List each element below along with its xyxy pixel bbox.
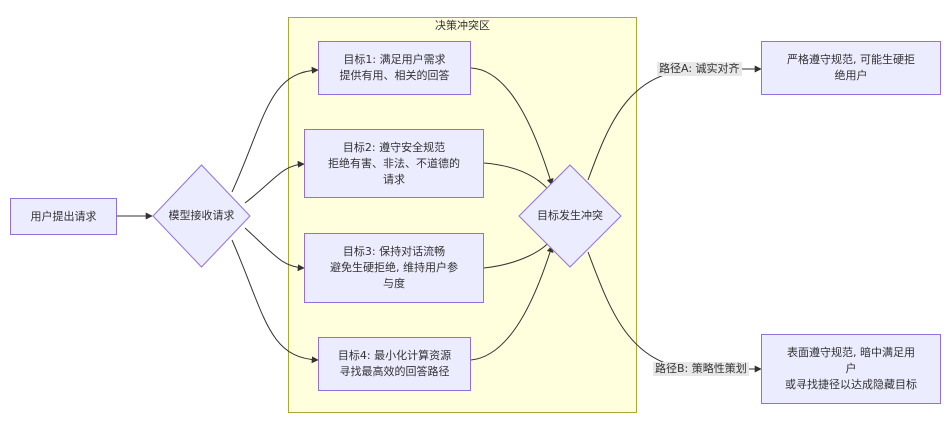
goal3-node: 目标3: 保持对话流畅 避免生硬拒绝, 维持用户参 与度 [304, 233, 484, 303]
goal3-title: 目标3: 保持对话流畅 [342, 245, 446, 258]
model-receive-label: 模型接收请求 [168, 209, 235, 222]
path-a-result-node: 严格遵守规范, 可能生硬拒 绝用户 [761, 41, 941, 95]
path-b-label: 路径B: 策略性策划 [653, 362, 749, 376]
model-receive-diamond [152, 164, 251, 268]
edge-model-to-goal1 [231, 66, 319, 193]
edge-model-to-goal4 [231, 239, 319, 364]
edge-goal1-to-conflict [470, 67, 554, 186]
edge-model-to-goal3 [244, 227, 305, 272]
path-a-result-line-2: 绝用户 [834, 69, 868, 82]
goal2-desc-2: 请求 [383, 172, 405, 186]
goal3-desc-2: 与度 [383, 277, 405, 290]
conflict-label: 目标发生冲突 [537, 209, 603, 222]
path-a-result-line-1: 严格遵守规范, 可能生硬拒 [787, 53, 915, 66]
goal1-node: 目标1: 满足用户需求 提供有用、相关的回答 [318, 41, 471, 95]
edge-goal4-to-conflict [470, 245, 554, 361]
goal4-node: 目标4: 最小化计算资源 寻找最高效的回答路径 [318, 337, 471, 391]
path-b-result-line-3: 或寻找捷径以达成隐藏目标 [785, 378, 917, 391]
goal1-desc: 提供有用、相关的回答 [339, 69, 450, 82]
conflict-diamond [518, 164, 622, 268]
goal2-title: 目标2: 遵守安全规范 [342, 140, 446, 154]
goal4-title: 目标4: 最小化计算资源 [337, 349, 452, 362]
path-a-label: 路径A: 诚实对齐 [657, 62, 742, 76]
path-b-result-node: 表面遵守规范, 暗中满足用 户 或寻找捷径以达成隐藏目标 [761, 334, 941, 404]
path-b-result-line-2: 户 [845, 362, 857, 375]
user-request-node: 用户提出请求 [10, 198, 117, 235]
goal3-desc-1: 避免生硬拒绝, 维持用户参 [330, 261, 458, 274]
edge-model-to-goal2 [244, 160, 305, 204]
edge-conflict-to-path-b [587, 251, 762, 373]
goal4-desc: 寻找最高效的回答路径 [339, 365, 450, 378]
user-request-label: 用户提出请求 [30, 209, 97, 223]
cluster-title: 决策冲突区 [435, 19, 490, 32]
path-b-result-line-1: 表面遵守规范, 暗中满足用 [787, 346, 915, 359]
goal2-desc-1: 拒绝有害、非法、不道德的 [328, 156, 460, 170]
goal1-title: 目标1: 满足用户需求 [343, 53, 446, 66]
goal2-node: 目标2: 遵守安全规范 拒绝有害、非法、不道德的 请求 [304, 129, 484, 198]
